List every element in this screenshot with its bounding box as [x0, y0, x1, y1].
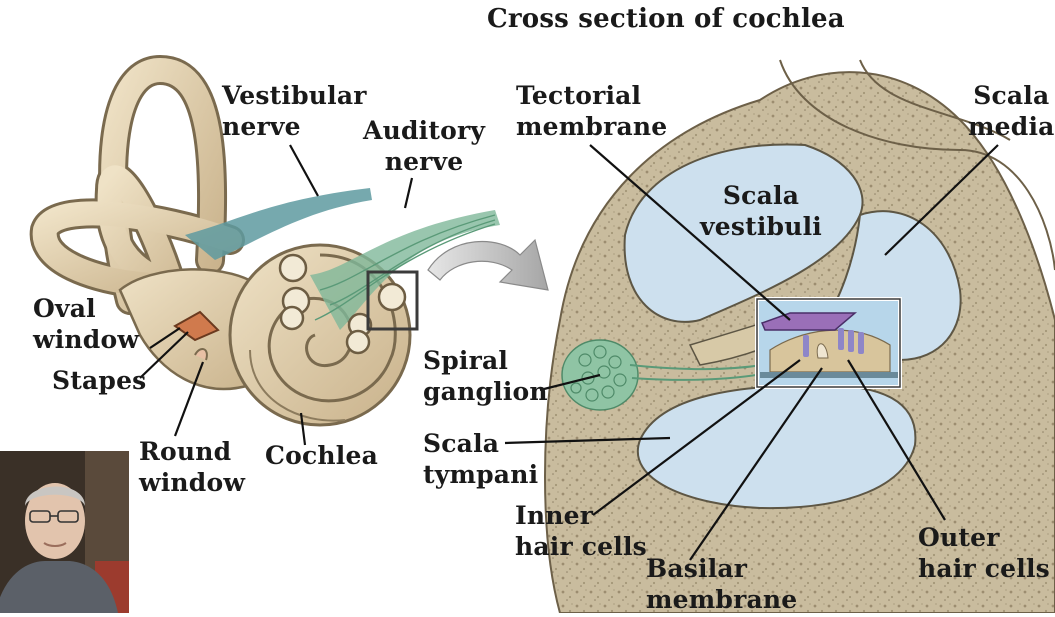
cross-section-drawing	[544, 59, 1055, 614]
label-round-window: Round window	[139, 437, 246, 497]
zoom-arrow	[427, 238, 549, 291]
diagram-title: Cross section of cochlea	[487, 4, 845, 34]
vestibular-nerve-fibers	[185, 188, 372, 260]
label-scala-tympani: Scala tympani	[423, 429, 539, 489]
round-window-shape	[194, 348, 208, 361]
label-stapes: Stapes	[52, 366, 147, 395]
scala-tympani-area	[636, 383, 917, 510]
label-scala-vestibuli: Scala vestibuli	[700, 181, 823, 241]
right-leader-lines	[504, 144, 999, 561]
label-oval-window: Oval window	[33, 294, 140, 354]
label-vestibular-nerve: Vestibular nerve	[222, 81, 367, 141]
cochlea-spiral	[228, 210, 500, 427]
label-outer-hair-cells: Outer hair cells	[918, 523, 1050, 583]
left-leader-lines	[139, 144, 414, 446]
label-basilar-membrane: Basilar membrane	[646, 554, 798, 614]
label-cochlea: Cochlea	[265, 441, 378, 470]
label-inner-hair-cells: Inner hair cells	[515, 501, 647, 561]
organ-of-corti-inset	[755, 297, 902, 389]
label-auditory-nerve: Auditory nerve	[363, 116, 486, 176]
label-scala-media: Scala media	[968, 81, 1055, 141]
label-spiral-ganglion: Spiral ganglion	[423, 346, 548, 406]
inset-box-left	[366, 270, 419, 331]
presenter-video-thumbnail	[0, 451, 129, 613]
label-tectorial-membrane: Tectorial membrane	[516, 81, 668, 141]
